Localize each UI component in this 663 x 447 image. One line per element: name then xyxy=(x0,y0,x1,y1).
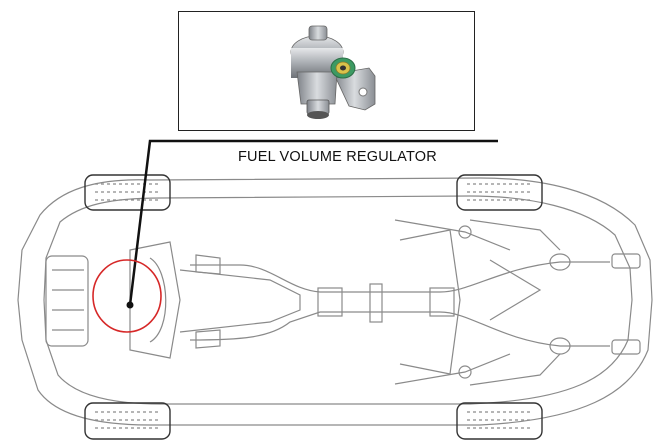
callout-leader-dot xyxy=(126,301,134,309)
callout-leader-line xyxy=(128,139,498,306)
wheel-rear-top xyxy=(456,174,543,211)
callout-label: FUEL VOLUME REGULATOR xyxy=(238,149,437,165)
wheel-rear-bottom xyxy=(456,402,543,440)
car-underbody-icon xyxy=(17,174,653,440)
part-inset-frame xyxy=(178,11,475,131)
wheel-front-top xyxy=(84,174,171,211)
highlight-circle xyxy=(92,259,162,333)
fuel-pressure-regulator-icon xyxy=(290,25,376,119)
wheel-front-bottom xyxy=(84,402,171,440)
